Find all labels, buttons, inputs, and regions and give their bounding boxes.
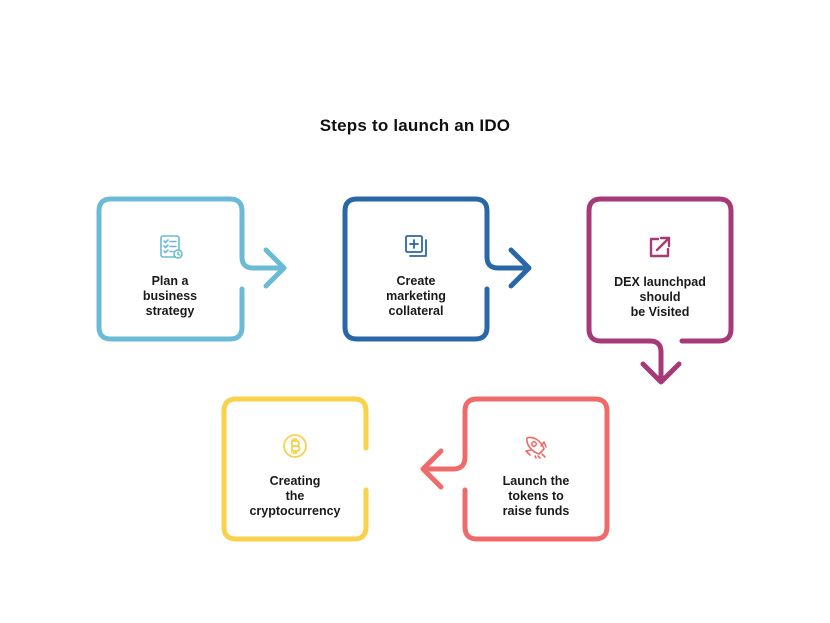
arrow-left-4 [420,445,468,490]
step-box-plan [96,196,287,342]
step-label-launch: Launch the tokens to raise funds [502,474,570,518]
checklist-icon [157,233,185,261]
step-box-create [342,196,532,342]
add-copy-icon [402,232,430,260]
step-label-dex: DEX launchpad should be Visited [614,275,706,319]
step-label-create: Create marketing collateral [386,274,446,318]
step-box-dex [586,196,734,385]
step-box-launch [420,396,610,542]
arrow-right-1 [239,245,287,289]
step-label-plan: Plan a business strategy [142,274,198,318]
arrow-right-2 [484,245,532,289]
arrow-down-3 [637,338,682,385]
bitcoin-icon [281,432,309,460]
external-link-icon [646,233,674,261]
rocket-icon [521,432,549,460]
page-title: Steps to launch an IDO [319,116,511,135]
step-label-crypto: Creating the cryptocurrency [249,474,341,518]
step-box-crypto [221,396,369,542]
